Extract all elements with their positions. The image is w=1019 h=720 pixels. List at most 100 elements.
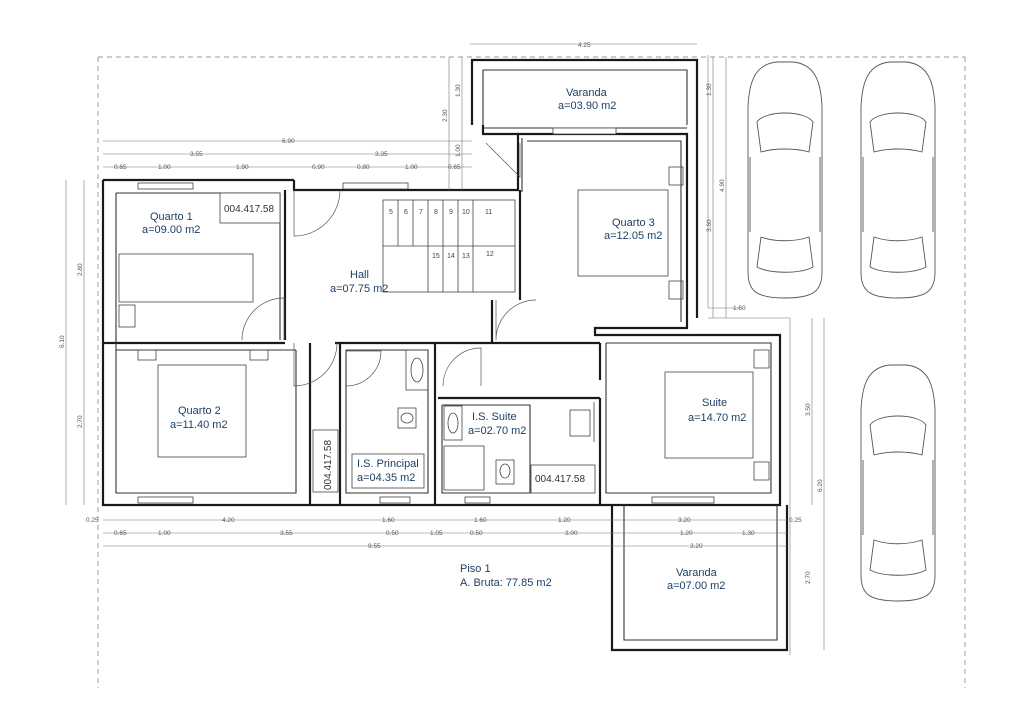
room-name: Quarto 1 bbox=[150, 211, 193, 223]
bed-icon bbox=[664, 349, 770, 481]
toilet-icon bbox=[397, 407, 417, 429]
property-boundary bbox=[97, 56, 966, 688]
room-area: a=12.05 m2 bbox=[604, 230, 662, 242]
dimension-label: 0.65 bbox=[114, 530, 127, 537]
stair-step: 5 bbox=[389, 209, 393, 216]
dimension-label: 0.25 bbox=[789, 517, 802, 524]
dimension-lines: 4.25 6.90 3.55 3.35 0.65 1.00 1.90 0.90 … bbox=[59, 42, 825, 650]
room-name: Varanda bbox=[566, 87, 608, 99]
parking bbox=[707, 55, 936, 655]
car-icon bbox=[860, 364, 936, 602]
dimension-label: 2.30 bbox=[442, 109, 449, 122]
dimension-label: 1.00 bbox=[405, 164, 418, 171]
dimension-label: 1.00 bbox=[158, 530, 171, 537]
stair-step: 9 bbox=[449, 209, 453, 216]
dimension-label: 0.65 bbox=[114, 164, 127, 171]
room-name: Quarto 2 bbox=[178, 405, 221, 417]
dimension-label: 9.55 bbox=[368, 543, 381, 550]
dimension-label: 1.20 bbox=[558, 517, 571, 524]
wardrobes: 004.417.58 004.417.58 004.417.58 bbox=[219, 192, 596, 494]
room-area: a=03.90 m2 bbox=[558, 100, 616, 112]
dimension-label: 1.30 bbox=[455, 84, 462, 97]
furniture bbox=[118, 166, 770, 491]
doors bbox=[241, 142, 537, 387]
room-area: a=07.00 m2 bbox=[667, 580, 725, 592]
bed-icon bbox=[118, 253, 254, 303]
dimension-label: 6.10 bbox=[59, 335, 66, 348]
dimension-label: 0.65 bbox=[448, 164, 461, 171]
room-name: I.S. Principal bbox=[357, 458, 419, 470]
room-name: Varanda bbox=[676, 567, 718, 579]
dimension-label: 1.20 bbox=[680, 530, 693, 537]
stair-step: 15 bbox=[432, 253, 440, 260]
room-area: a=14.70 m2 bbox=[688, 412, 746, 424]
dimension-label: 4.25 bbox=[578, 42, 591, 49]
wardrobe-label: 004.417.58 bbox=[535, 474, 585, 485]
walls bbox=[101, 58, 789, 652]
sink-icon bbox=[443, 405, 463, 441]
bed-icon bbox=[137, 349, 269, 458]
dimension-label: 3.50 bbox=[805, 403, 812, 416]
dimension-label: 3.60 bbox=[706, 219, 713, 232]
stair-step: 10 bbox=[462, 209, 470, 216]
desk-chair-icon bbox=[569, 402, 595, 442]
stair-step: 13 bbox=[462, 253, 470, 260]
dimension-label: 0.25 bbox=[86, 517, 99, 524]
dimension-label: 3.35 bbox=[375, 151, 388, 158]
floor-gross-area: A. Bruta: 77.85 m2 bbox=[460, 577, 552, 589]
wardrobe-label: 004.417.58 bbox=[224, 204, 274, 215]
dimension-label: 2.80 bbox=[77, 263, 84, 276]
dimension-label: 6.90 bbox=[282, 138, 295, 145]
dimension-label: 1.60 bbox=[733, 305, 746, 312]
staircase: 5 6 7 8 9 10 11 15 14 13 12 bbox=[382, 199, 516, 293]
dimension-label: 1.60 bbox=[382, 517, 395, 524]
room-name: I.S. Suite bbox=[472, 411, 517, 423]
dimension-label: 4.20 bbox=[222, 517, 235, 524]
room-area: a=07.75 m2 bbox=[330, 283, 388, 295]
dimension-label: 3.55 bbox=[280, 530, 293, 537]
dimension-label: 0.80 bbox=[357, 164, 370, 171]
car-icon bbox=[747, 61, 823, 299]
dimension-label: 3.20 bbox=[690, 543, 703, 550]
floor-name: Piso 1 bbox=[460, 563, 491, 575]
dimension-label: 1.00 bbox=[455, 144, 462, 157]
dimension-label: 1.30 bbox=[742, 530, 755, 537]
dimension-label: 1.30 bbox=[706, 83, 713, 96]
dimension-label: 1.90 bbox=[236, 164, 249, 171]
stair-step: 8 bbox=[434, 209, 438, 216]
dimension-label: 6.20 bbox=[817, 479, 824, 492]
dimension-label: 3.00 bbox=[565, 530, 578, 537]
dimension-label: 4.90 bbox=[719, 179, 726, 192]
dimension-label: 1.05 bbox=[430, 530, 443, 537]
room-name: Hall bbox=[350, 269, 369, 281]
dimension-label: 2.70 bbox=[77, 415, 84, 428]
stair-step: 11 bbox=[485, 209, 492, 216]
dimension-label: 1.60 bbox=[474, 517, 487, 524]
stair-step: 14 bbox=[447, 253, 455, 260]
bed-icon bbox=[577, 166, 684, 300]
dimension-label: 3.55 bbox=[190, 151, 203, 158]
dimension-label: 2.70 bbox=[805, 571, 812, 584]
dimension-label: 3.20 bbox=[678, 517, 691, 524]
dimension-label: 0.50 bbox=[470, 530, 483, 537]
dimension-label: 0.90 bbox=[312, 164, 325, 171]
room-name: Suite bbox=[702, 397, 727, 409]
room-area: a=09.00 m2 bbox=[142, 224, 200, 236]
car-icon bbox=[860, 61, 936, 299]
room-labels: Varanda a=03.90 m2 Quarto 1 a=09.00 m2 H… bbox=[142, 87, 746, 592]
toilet-icon bbox=[495, 459, 515, 485]
room-area: a=04.35 m2 bbox=[357, 472, 415, 484]
room-name: Quarto 3 bbox=[612, 217, 655, 229]
room-area: a=02.70 m2 bbox=[468, 425, 526, 437]
stair-step: 12 bbox=[486, 251, 494, 258]
windows bbox=[137, 127, 715, 504]
dimension-label: 1.00 bbox=[158, 164, 171, 171]
room-area: a=11.40 m2 bbox=[170, 419, 228, 431]
wardrobe-label: 004.417.58 bbox=[323, 440, 334, 490]
stair-step: 6 bbox=[404, 209, 408, 216]
dimension-label: 0.50 bbox=[386, 530, 399, 537]
sink-icon bbox=[405, 349, 429, 391]
stair-step: 7 bbox=[419, 209, 423, 216]
shower-icon bbox=[443, 445, 485, 491]
